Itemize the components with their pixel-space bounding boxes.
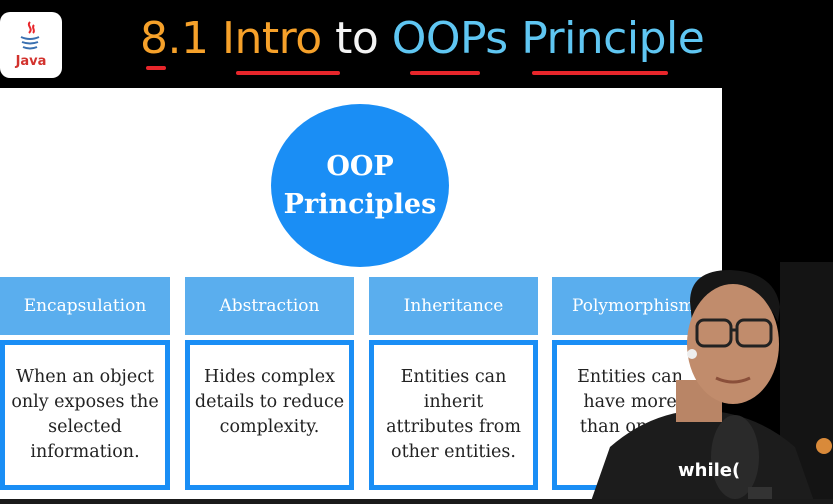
principle-desc-encapsulation: When an object only exposes the selected…: [0, 340, 170, 490]
shirt-text: while(: [678, 460, 740, 481]
video-bottom-bar: [0, 499, 833, 504]
principle-header-abstraction: Abstraction: [185, 277, 354, 335]
principle-header-polymorphism: Polymorphism: [552, 277, 708, 335]
java-cup-icon: [20, 21, 40, 50]
logo-label: Java: [15, 54, 47, 69]
principle-desc-abstraction: Hides complex details to reduce complexi…: [185, 340, 354, 490]
title-part-to: to: [321, 13, 392, 64]
principle-header-inheritance: Inheritance: [369, 277, 538, 335]
oop-principles-circle: OOP Principles: [271, 104, 449, 267]
circle-line-2: Principles: [283, 188, 437, 220]
title-part-number: 8.1 Intro: [140, 13, 322, 64]
principle-header-encapsulation: Encapsulation: [0, 277, 170, 335]
title-underline: [532, 71, 668, 75]
circle-line-1: OOP: [326, 150, 394, 182]
presenter-video-overlay: while(: [590, 262, 833, 504]
title-underline: [410, 71, 480, 75]
java-logo: Java: [0, 12, 62, 78]
title-underline: [146, 66, 166, 70]
title-part-topic: OOPs Principle: [391, 13, 705, 64]
principle-desc-inheritance: Entities can inherit attributes from oth…: [369, 340, 538, 490]
title-underline: [236, 71, 340, 75]
video-title: 8.1 Intro to OOPs Principle: [140, 10, 705, 70]
